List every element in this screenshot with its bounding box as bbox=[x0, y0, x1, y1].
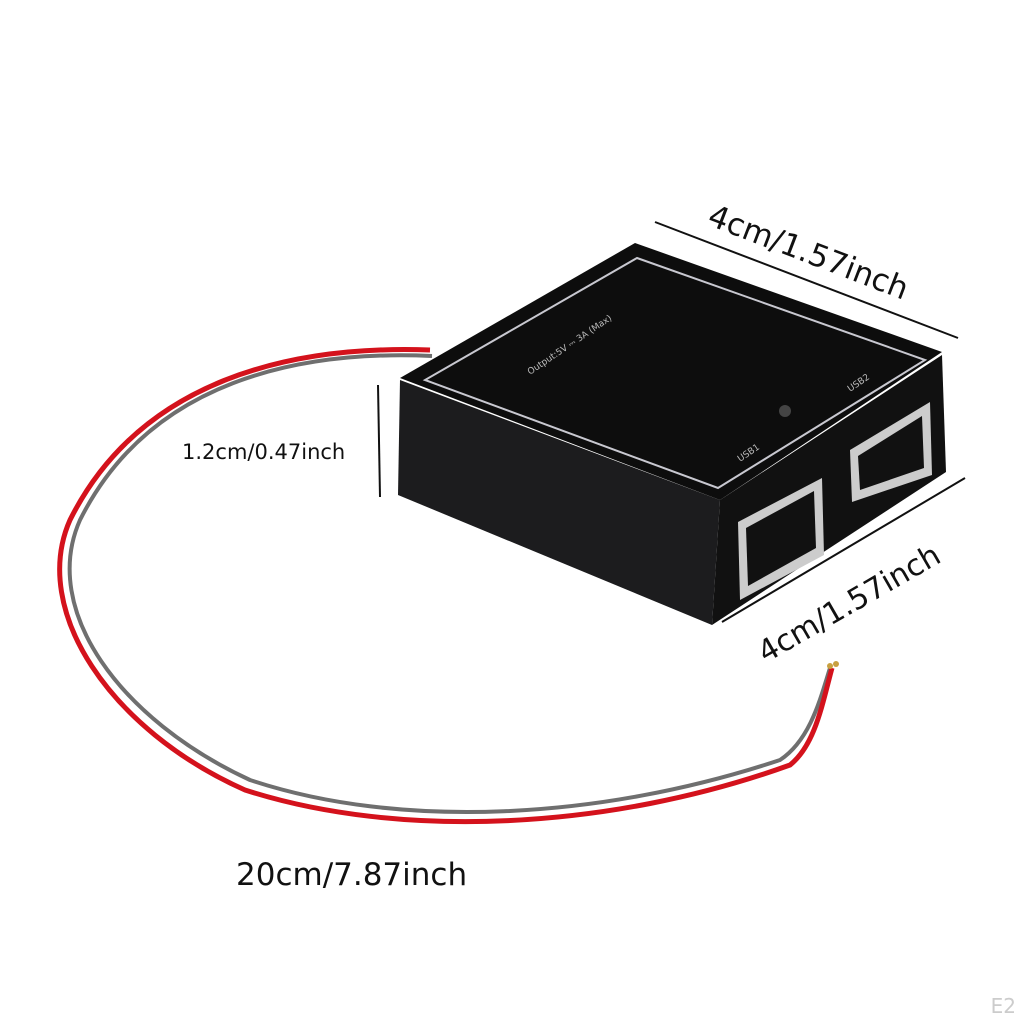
usb-port-2 bbox=[850, 402, 932, 502]
wire-tip bbox=[827, 663, 833, 669]
box-top-face bbox=[400, 243, 942, 500]
top-border-line bbox=[422, 256, 928, 490]
led-indicator bbox=[779, 405, 791, 417]
usb-port-1 bbox=[738, 478, 824, 600]
watermark: E2 bbox=[990, 994, 1016, 1018]
cable-length-label: 20cm/7.87inch bbox=[236, 857, 468, 893]
dimension-line-height bbox=[377, 384, 381, 498]
dimension-line-side bbox=[721, 477, 966, 623]
box-front-face bbox=[398, 380, 720, 625]
cable-red bbox=[57, 347, 835, 825]
wire-tip bbox=[833, 661, 839, 667]
dimension-line-top bbox=[654, 221, 959, 339]
height-label: 1.2cm/0.47inch bbox=[182, 440, 346, 464]
cable-gray bbox=[67, 353, 832, 814]
